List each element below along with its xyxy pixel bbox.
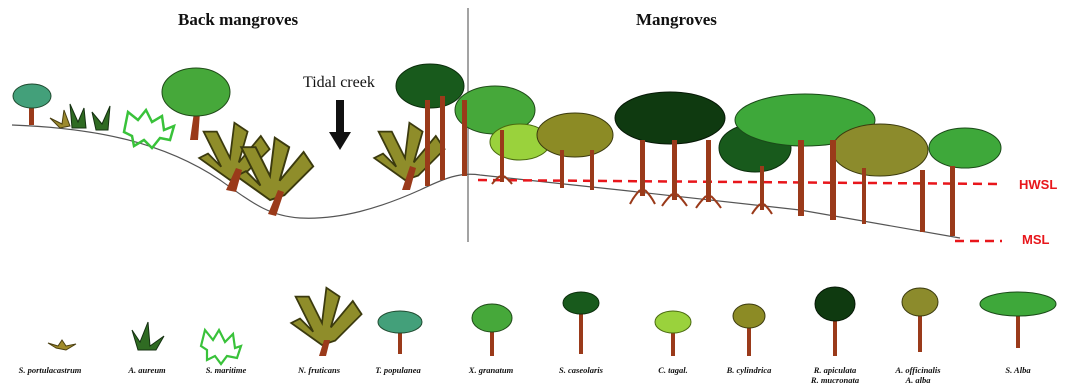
- legend-label-n-fruticans: N. fruticans: [298, 365, 340, 375]
- msl-label: MSL: [1022, 232, 1049, 247]
- legend-label-s-alba: S. Alba: [1005, 365, 1030, 375]
- legend-label-t-populanea: T. populanea: [375, 365, 421, 375]
- back-mangroves-title: Back mangroves: [178, 10, 298, 30]
- tidal-creek-label: Tidal creek: [303, 74, 375, 92]
- legend-label-b-cylindrica: B. cylindrica: [727, 365, 772, 375]
- mangroves-title: Mangroves: [636, 10, 717, 30]
- tidal-creek-arrow: [329, 100, 351, 150]
- legend-label-r-apiculata: R. apiculata: [814, 365, 857, 375]
- legend-label-s-portulacastrum: S. portulacastrum: [19, 365, 82, 375]
- legend-label-r-mucronata: R. mucronata: [811, 375, 859, 385]
- mangrove-forest: [396, 64, 1001, 236]
- legend-label-a-officinalis: A. officinalis: [895, 365, 940, 375]
- legend-label-s-caseolaris: S. caseolaris: [559, 365, 603, 375]
- legend-label-a-alba: A. alba: [905, 375, 930, 385]
- legend-label-c-tagal: C. tagal.: [658, 365, 688, 375]
- hwsl-label: HWSL: [1019, 177, 1057, 192]
- back-mangrove-plants: [13, 68, 445, 216]
- legend-icons: [48, 287, 1056, 364]
- legend-label-a-aureum: A. aureum: [128, 365, 165, 375]
- legend-label-s-maritime: S. maritime: [206, 365, 247, 375]
- legend-label-x-granatum: X. granatum: [469, 365, 513, 375]
